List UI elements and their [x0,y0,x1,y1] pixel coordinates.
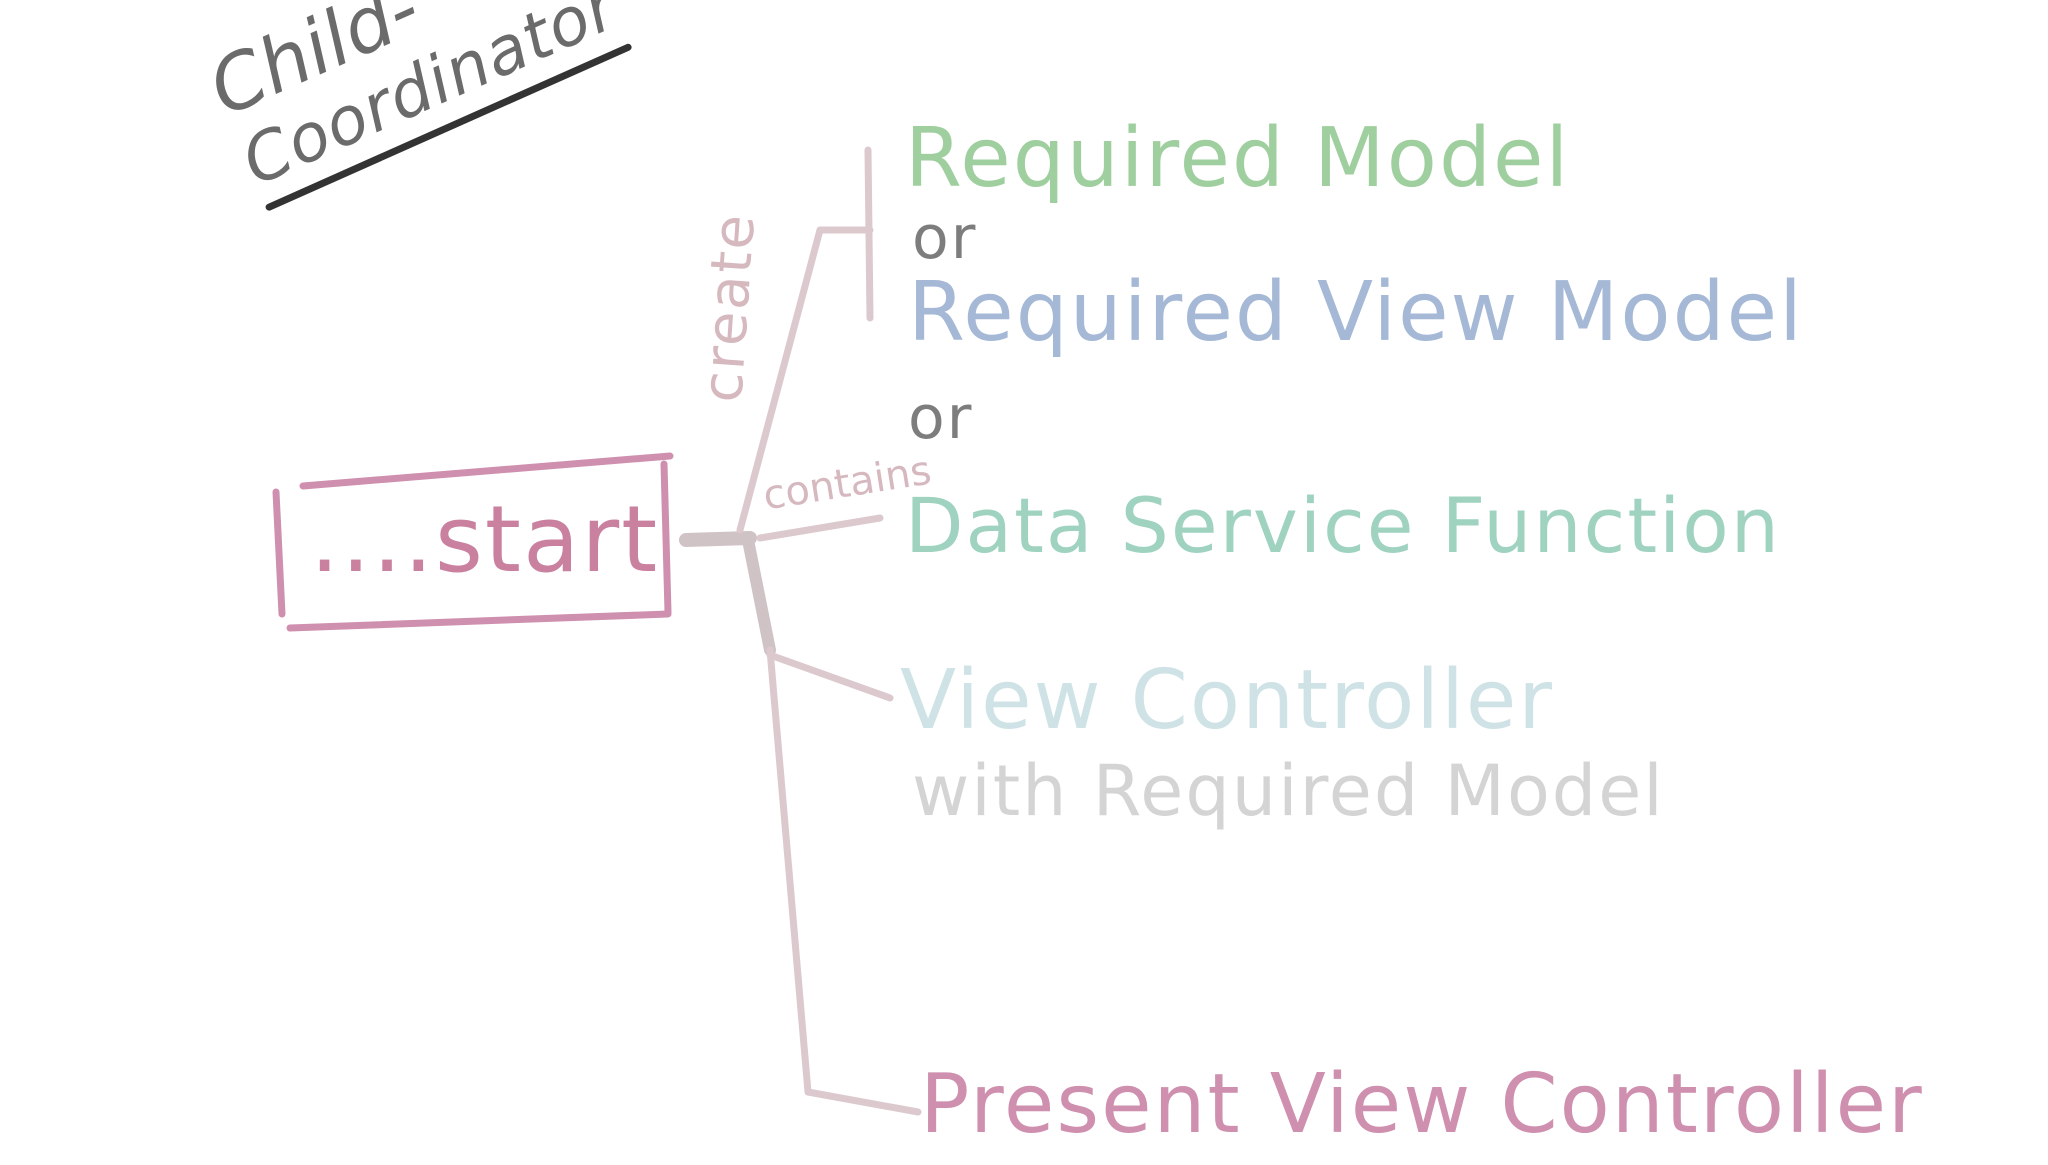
node-with-required-model: with Required Model [912,750,1665,832]
start-box-outline [272,452,674,632]
node-or-2: or [908,383,974,453]
node-present-view-controller: Present View Controller [920,1057,1924,1152]
node-required-view-model: Required View Model [908,265,1804,360]
node-data-service-function: Data Service Function [905,481,1781,570]
node-or-1: or [912,203,978,273]
node-required-model: Required Model [905,111,1571,206]
trunk-lines [679,146,922,1116]
edge-label-create: create [690,210,769,405]
node-view-controller: View Controller [900,653,1555,748]
start-label: ....start [310,486,660,593]
